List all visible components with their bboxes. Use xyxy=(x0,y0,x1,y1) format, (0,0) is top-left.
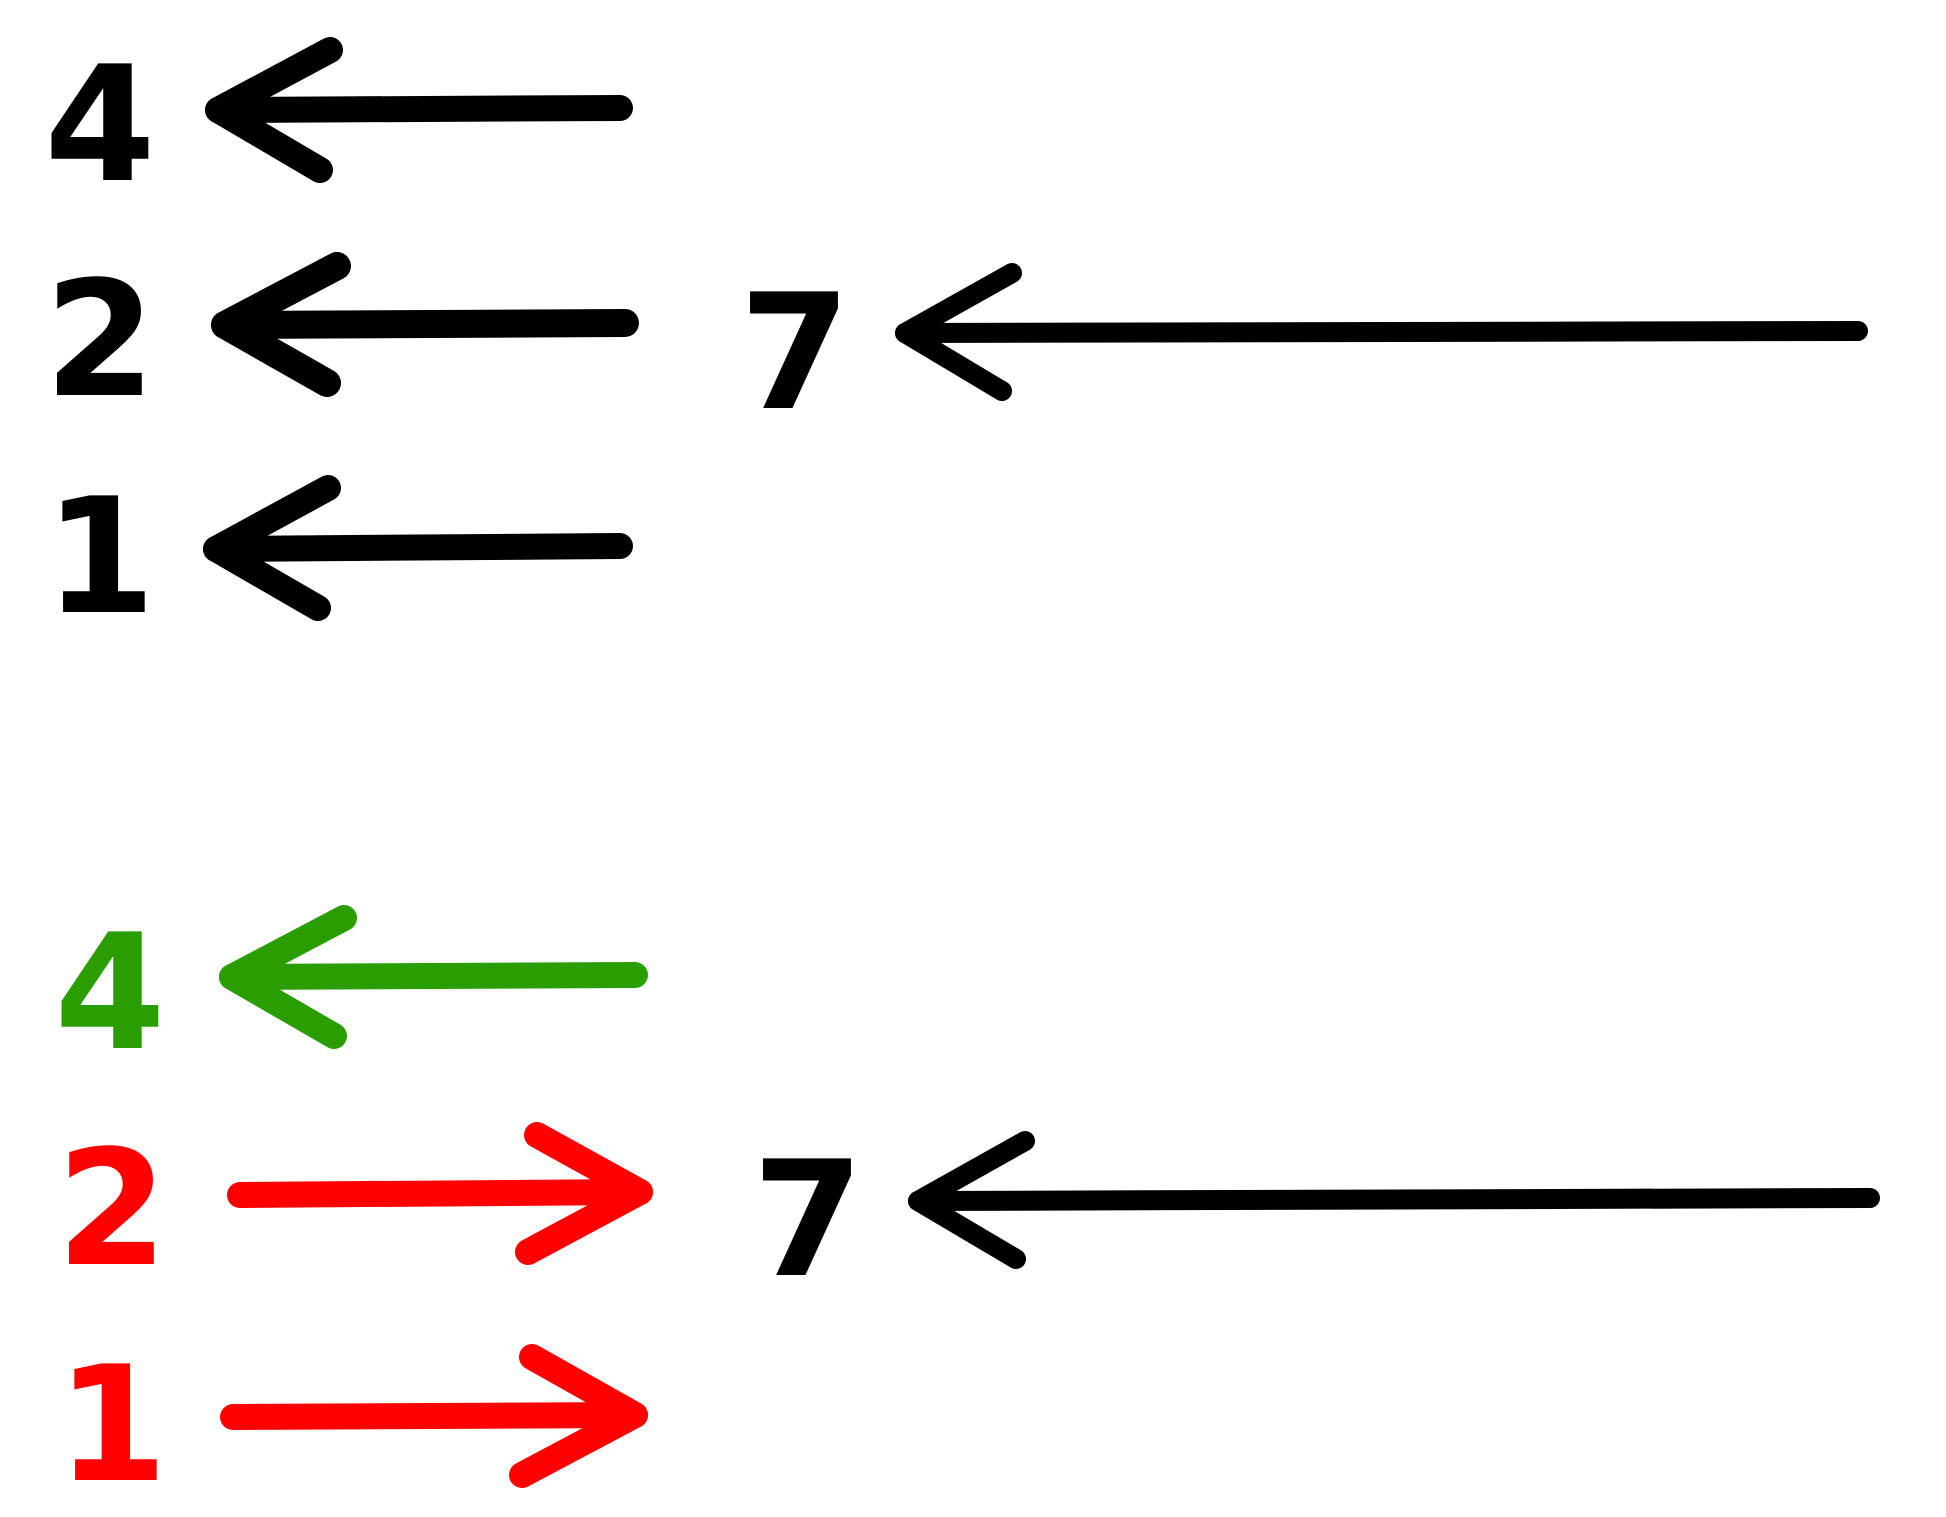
bottom-digit-7: 7 xyxy=(752,1126,863,1313)
top-row-7: 7 xyxy=(739,259,1868,446)
top-arrow-1-left-icon xyxy=(203,475,633,621)
bottom-digit-4: 4 xyxy=(54,899,165,1086)
bottom-panel: 4 2 1 7 xyxy=(54,899,1880,1517)
top-row-2: 2 xyxy=(44,246,639,433)
top-arrow-7-left-icon xyxy=(895,263,1868,401)
top-digit-1: 1 xyxy=(44,463,155,650)
bottom-row-7: 7 xyxy=(752,1126,1880,1313)
bottom-row-4: 4 xyxy=(54,899,648,1086)
top-arrow-4-left-icon xyxy=(205,37,633,183)
top-panel: 4 2 1 7 xyxy=(44,31,1868,650)
bottom-digit-1: 1 xyxy=(56,1331,167,1517)
bottom-row-1: 1 xyxy=(56,1331,648,1517)
top-row-1: 1 xyxy=(44,463,633,650)
bottom-digit-2: 2 xyxy=(56,1115,167,1302)
top-row-4: 4 xyxy=(44,31,633,218)
bottom-row-2: 2 xyxy=(56,1115,653,1302)
top-digit-7: 7 xyxy=(739,259,850,446)
top-digit-2: 2 xyxy=(44,246,155,433)
top-digit-4: 4 xyxy=(44,31,155,218)
bottom-arrow-2-right-icon xyxy=(227,1122,653,1265)
top-arrow-2-left-icon xyxy=(211,252,639,397)
bottom-arrow-4-left-icon xyxy=(219,905,648,1049)
bottom-arrow-1-right-icon xyxy=(220,1344,648,1488)
bottom-arrow-7-left-icon xyxy=(908,1131,1880,1269)
